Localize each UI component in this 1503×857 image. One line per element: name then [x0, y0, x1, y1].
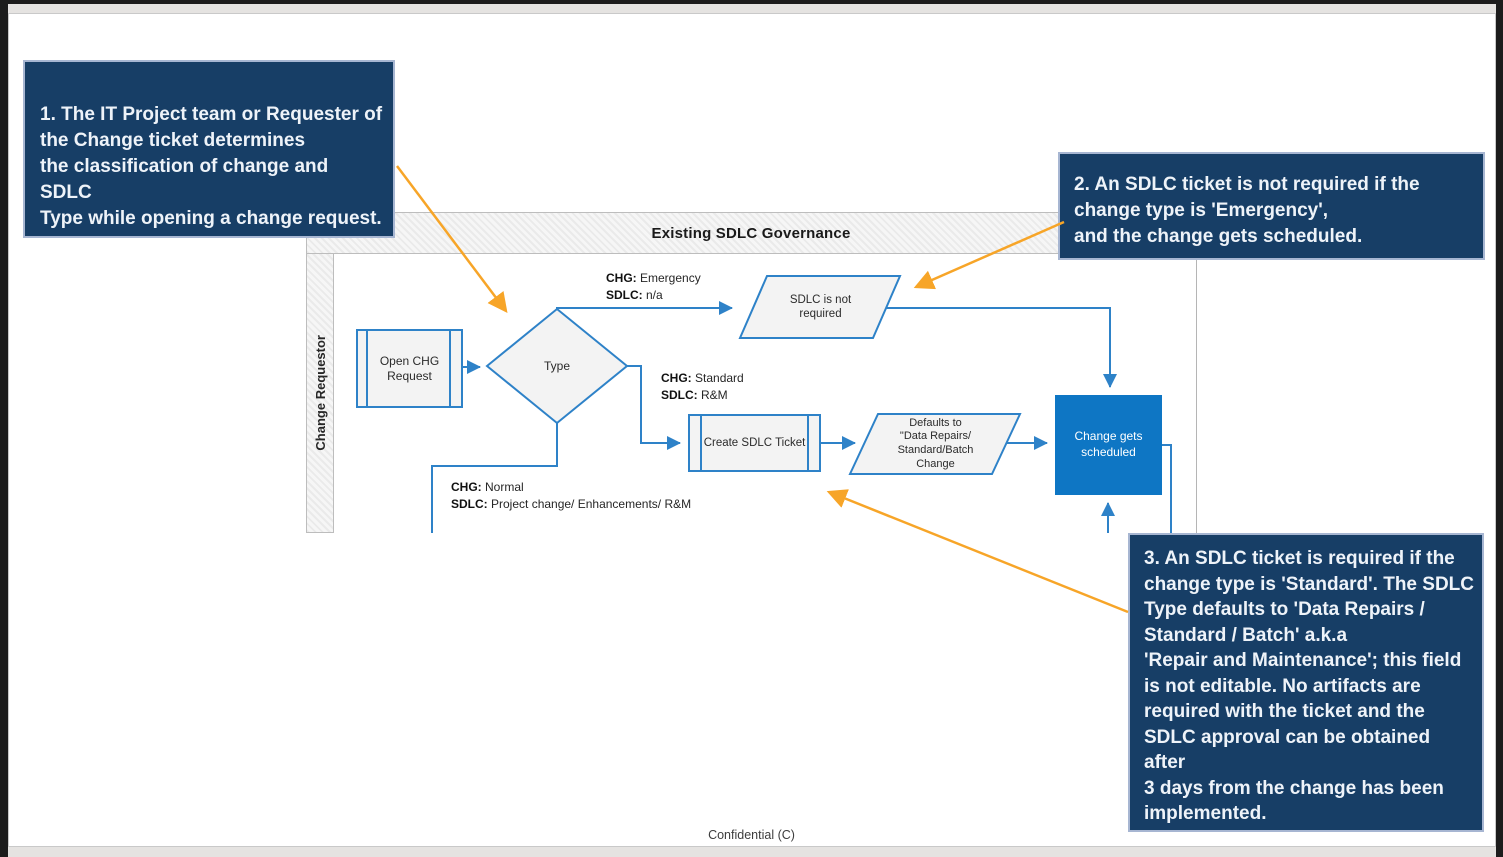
sdlc-key: SDLC:: [606, 288, 643, 302]
sdlc-key: SDLC:: [451, 497, 488, 511]
node-type-decision-label: Type: [543, 358, 570, 373]
chg-key: CHG:: [451, 480, 482, 494]
swimlane-label: Change Requestor: [312, 335, 328, 451]
sdlc-value: R&M: [697, 388, 728, 402]
callout-note-2: 2. An SDLC ticket is not required if the…: [1058, 152, 1485, 260]
node-change-gets-scheduled: Change gets scheduled: [1055, 395, 1162, 495]
chg-key: CHG:: [661, 371, 692, 385]
node-defaults-label: Defaults to "Data Repairs/ Standard/Batc…: [897, 416, 974, 470]
bottom-margin-strip: [8, 847, 1496, 857]
edge-label-normal: CHG: Normal SDLC: Project change/ Enhanc…: [451, 479, 691, 513]
node-open-chg-request: Open CHG Request: [356, 329, 463, 408]
top-margin-strip: [8, 4, 1496, 13]
callout-note-1: 1. The IT Project team or Requester of t…: [23, 60, 395, 238]
chg-value: Normal: [481, 480, 524, 494]
sdlc-value: n/a: [642, 288, 663, 302]
node-open-chg-left-bar: [366, 331, 368, 406]
node-create-sdlc-ticket: Create SDLC Ticket: [688, 414, 821, 472]
edge-label-standard: CHG: Standard SDLC: R&M: [661, 370, 744, 404]
chg-key: CHG:: [606, 271, 637, 285]
swimlane-band: Change Requestor: [306, 254, 334, 533]
sdlc-key: SDLC:: [661, 388, 698, 402]
chg-value: Emergency: [636, 271, 701, 285]
sdlc-value: Project change/ Enhancements/ R&M: [487, 497, 692, 511]
node-open-chg-right-bar: [449, 331, 451, 406]
callout-note-3: 3. An SDLC ticket is required if the cha…: [1128, 533, 1484, 832]
flowchart-right-border: [1196, 254, 1197, 533]
chg-value: Standard: [691, 371, 744, 385]
node-create-left-bar: [700, 416, 702, 470]
footer-classification: Confidential (C): [708, 828, 795, 842]
flowchart-title: Existing SDLC Governance: [651, 224, 851, 242]
node-sdlc-not-required-label: SDLC is not required: [789, 293, 852, 320]
edge-label-emergency: CHG: Emergency SDLC: n/a: [606, 270, 701, 304]
node-create-right-bar: [807, 416, 809, 470]
